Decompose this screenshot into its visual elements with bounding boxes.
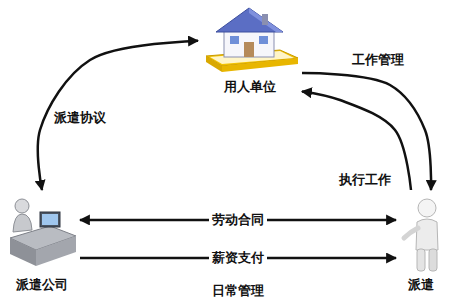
- arrow-connector: [38, 41, 198, 190]
- edge-label: 执行工作: [336, 171, 394, 189]
- org-node: 派遣公司: [4, 190, 80, 294]
- edge-label: 薪资支付: [209, 249, 267, 267]
- note-label: 日常管理: [209, 282, 267, 300]
- edge-label: 工作管理: [349, 51, 407, 69]
- worker-icon: [404, 199, 438, 271]
- arrow-connector: [302, 91, 411, 190]
- node-label: 用人单位: [224, 78, 276, 96]
- building-icon: [206, 8, 298, 72]
- org-node: 用人单位: [198, 4, 302, 96]
- edge-label: 派遣协议: [51, 109, 109, 127]
- node-label: 派遣: [408, 276, 434, 294]
- node-label: 派遣公司: [16, 276, 68, 294]
- desk-worker-icon: [10, 199, 76, 266]
- arrow-connector: [302, 73, 431, 190]
- org-node: 派遣: [396, 190, 446, 294]
- edge-label: 劳动合同: [209, 211, 267, 229]
